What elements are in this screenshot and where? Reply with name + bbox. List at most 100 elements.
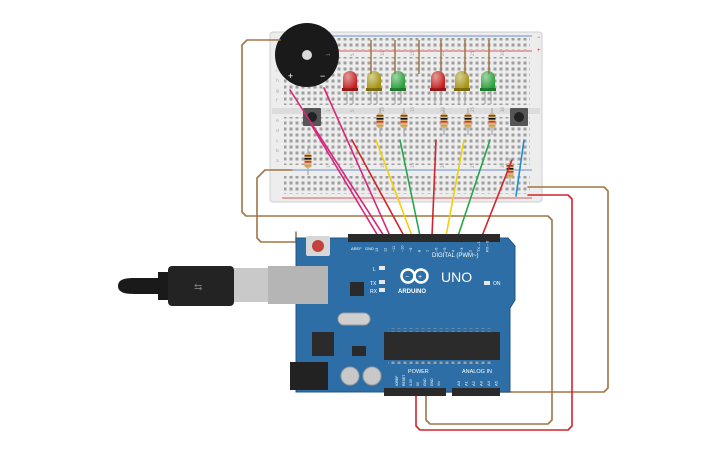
digital-pin-label: 4: [452, 250, 456, 252]
wire-green-signal-2[interactable]: [457, 139, 491, 237]
usb-cable[interactable]: ⇆: [118, 266, 328, 306]
buzzer-plus-label: +: [288, 71, 293, 81]
digital-pin-label: 2: [469, 250, 473, 252]
wire-yellow-signal-1[interactable]: [375, 139, 413, 237]
piezo-buzzer[interactable]: + −: [275, 23, 339, 87]
column-number: 30: [500, 106, 505, 112]
analog-pin-label: A4: [486, 380, 491, 386]
tx-led: [379, 280, 385, 284]
voltage-regulator: [312, 332, 334, 356]
power-pin-label: 5V: [416, 381, 420, 386]
wire-brown-loop-outer[interactable]: [241, 39, 553, 425]
wire-magenta-2[interactable]: [323, 87, 391, 237]
row-letter: g: [276, 89, 279, 94]
power-jack[interactable]: [290, 362, 328, 390]
column-number: 15: [410, 162, 415, 168]
on-led-label: ON: [493, 281, 501, 287]
rail-minus-label: −: [537, 35, 541, 41]
digital-header-label: DIGITAL (PWM~): [432, 253, 479, 259]
l-led-label: L: [373, 267, 376, 273]
digital-pin-label: ~5: [443, 248, 447, 252]
column-number: 10: [380, 162, 385, 168]
wire-blue-button[interactable]: [515, 139, 525, 197]
arduino-logo: − + ARDUINO: [398, 268, 429, 295]
column-number: 10: [380, 106, 385, 112]
row-letter: f: [276, 98, 278, 104]
digital-pin-label: ~3: [460, 248, 464, 252]
pushbutton-left[interactable]: [303, 108, 321, 126]
usb-chip: [350, 282, 364, 296]
power-header[interactable]: [384, 388, 446, 396]
digital-pin-label: ~9: [409, 248, 413, 252]
resistor[interactable]: [376, 108, 384, 135]
analog-header-label: ANALOG IN: [462, 369, 492, 375]
row-letter: c: [276, 139, 279, 144]
power-pin-label: RESET: [402, 375, 406, 386]
wire-yellow-signal-2[interactable]: [445, 139, 465, 237]
row-letter: b: [276, 148, 279, 154]
row-letter: e: [276, 119, 279, 124]
digital-pin-label: 13: [375, 248, 379, 252]
crystal: [337, 312, 371, 326]
led-green-2[interactable]: [480, 71, 496, 104]
led-group: [342, 71, 496, 104]
wire-green-signal-1[interactable]: [399, 139, 421, 237]
led-red-2[interactable]: [430, 71, 446, 104]
led-red-1[interactable]: [342, 71, 358, 104]
power-pin-label: GND: [423, 378, 427, 386]
column-number: 5: [350, 165, 355, 168]
wire-magenta-3[interactable]: [311, 125, 379, 237]
column-number: 1: [326, 165, 331, 168]
digital-pin-label: 8: [418, 250, 422, 252]
analog-pin-label: A3: [479, 380, 484, 386]
tx-label: TX: [370, 281, 377, 287]
pushbutton-right[interactable]: [510, 108, 528, 126]
digital-header[interactable]: [348, 234, 500, 242]
capacitor: [362, 366, 382, 386]
led-green-1[interactable]: [390, 71, 406, 104]
wire-brown-right[interactable]: [439, 186, 609, 393]
column-number: 20: [440, 106, 445, 112]
row-letter: i: [276, 68, 277, 74]
analog-pin-label: A1: [464, 380, 469, 386]
led-ground-wires[interactable]: [370, 40, 490, 74]
usb-connector: [234, 268, 268, 302]
column-number: 30: [500, 50, 505, 56]
column-number: 1: [326, 109, 331, 112]
wire-brown-loop-inner[interactable]: [256, 169, 297, 243]
column-number: 10: [380, 50, 385, 56]
reset-button[interactable]: [306, 236, 330, 256]
wire-red-signal-2[interactable]: [431, 139, 437, 237]
power-pin-label: IOREF: [395, 376, 399, 386]
svg-text:+: +: [418, 274, 422, 281]
column-number: 1: [326, 53, 331, 56]
rail-plus-label: +: [537, 48, 541, 54]
led-yellow-2[interactable]: [454, 71, 470, 104]
wire-red-signal-1[interactable]: [351, 139, 405, 237]
on-led: [484, 281, 490, 285]
column-number: 5: [350, 53, 355, 56]
column-number: 20: [440, 162, 445, 168]
rx-led: [379, 288, 385, 292]
aref-label: AREF: [351, 246, 362, 251]
led-yellow-1[interactable]: [366, 71, 382, 104]
column-number: 25: [470, 162, 475, 168]
buzzer-minus-label: −: [320, 71, 325, 81]
wire-magenta-1[interactable]: [289, 89, 385, 237]
usb-icon: ⇆: [194, 282, 202, 293]
wire-red-5v-loop[interactable]: [415, 194, 573, 431]
atmega-chip: [384, 332, 500, 360]
column-number: 5: [350, 109, 355, 112]
arduino-uno[interactable]: DIGITAL (PWM~) AREF GND L TX RX − + ARDU…: [290, 234, 516, 396]
resistor-group-top: [303, 107, 515, 186]
usb-port: [268, 266, 328, 304]
wire-red-signal-3[interactable]: [481, 159, 513, 237]
l-led: [379, 266, 385, 270]
icsp-header: [352, 346, 366, 356]
digital-pin-label: 7: [426, 250, 430, 252]
analog-header[interactable]: [452, 388, 500, 396]
power-pin-label: Vin: [437, 381, 441, 386]
digital-pin-label: ~10: [401, 246, 405, 252]
power-header-label: POWER: [408, 369, 429, 375]
